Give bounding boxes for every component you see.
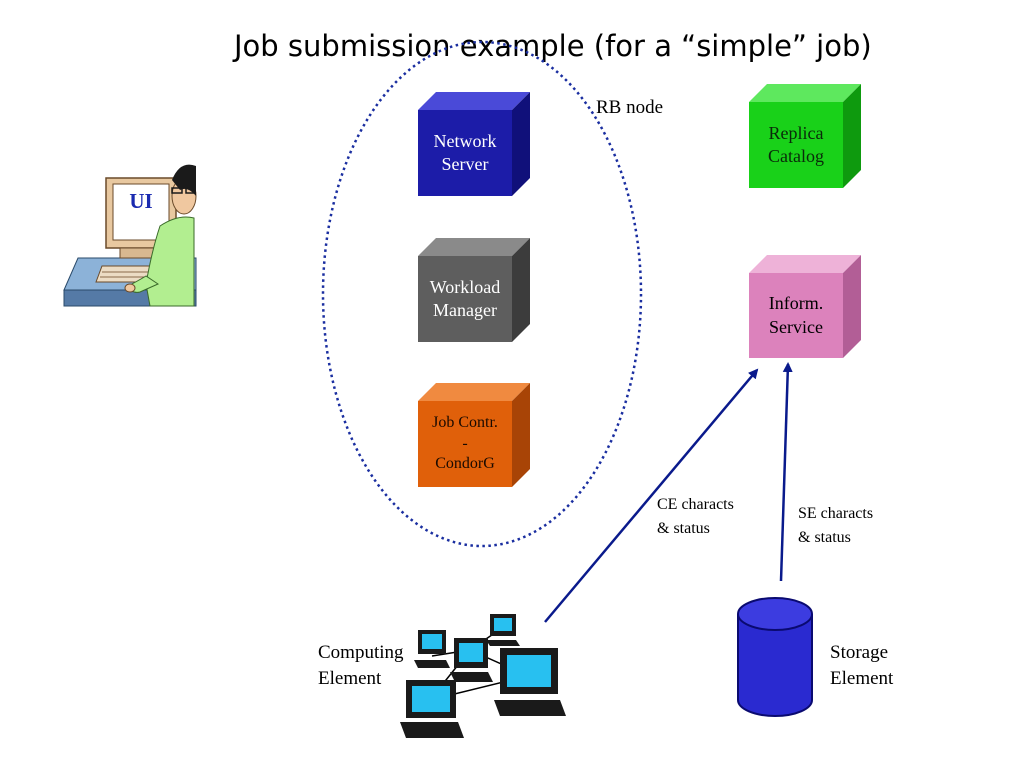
rb-node-label: RB node — [596, 97, 664, 118]
network-server-label: Network Server — [418, 110, 512, 196]
ce-arrow-label-line2: & status — [657, 520, 710, 537]
network-server-label-line1: Network — [433, 130, 497, 151]
computer-icon-5 — [400, 680, 464, 738]
computing-element-label-line2: Element — [318, 668, 382, 689]
workload-manager-cube — [418, 238, 530, 342]
se-arrow-label-line1: SE characts — [798, 505, 874, 522]
computer-icon-1 — [414, 630, 450, 668]
workload-manager-label-line1: Workload — [429, 276, 501, 297]
job-controller-label: Job Contr. - CondorG — [418, 401, 512, 487]
storage-element-label: Storage Element — [830, 640, 893, 692]
rb-node-ellipse — [321, 40, 643, 548]
ce-arrow-label-line1: CE characts — [657, 496, 734, 513]
computer-icon-3 — [450, 638, 493, 682]
ce-arrow-label: CE characts & status — [657, 493, 734, 541]
replica-catalog-label: Replica Catalog — [749, 102, 843, 188]
storage-element-cylinder — [737, 597, 813, 717]
inform-service-label-line1: Inform. — [768, 293, 824, 314]
replica-catalog-label-line2: Catalog — [768, 146, 824, 166]
network-server-label-line2: Server — [441, 154, 489, 174]
job-controller-label-line3: CondorG — [435, 455, 495, 473]
inform-service-label: Inform. Service — [749, 273, 843, 358]
ui-label: UI — [129, 188, 153, 213]
ce-status-arrow — [544, 368, 759, 623]
storage-element-label-line2: Element — [830, 668, 894, 689]
storage-element-label-line1: Storage — [830, 642, 889, 663]
replica-catalog-label-line1: Replica — [768, 122, 824, 143]
inform-service-cube — [749, 255, 861, 358]
computer-icon-4 — [494, 648, 566, 716]
user-at-computer-icon — [63, 164, 197, 307]
replica-catalog-cube — [749, 84, 861, 188]
network-server-cube — [418, 92, 530, 196]
job-controller-cube — [418, 383, 530, 487]
job-controller-label-line2: - — [462, 434, 468, 452]
diagram-title: Job submission example (for a “simple” j… — [234, 29, 872, 63]
se-arrow-label: SE characts & status — [798, 502, 873, 550]
se-status-arrow — [779, 362, 793, 582]
job-controller-label-line1: Job Contr. — [432, 413, 498, 431]
se-arrow-label-line2: & status — [798, 529, 851, 546]
computing-element-label-line1: Computing — [318, 642, 404, 663]
workload-manager-label: Workload Manager — [418, 256, 512, 342]
computing-element-label: Computing Element — [318, 640, 404, 692]
computer-icon-2 — [486, 614, 520, 646]
inform-service-label-line2: Service — [769, 316, 823, 337]
workload-manager-label-line2: Manager — [433, 300, 497, 320]
